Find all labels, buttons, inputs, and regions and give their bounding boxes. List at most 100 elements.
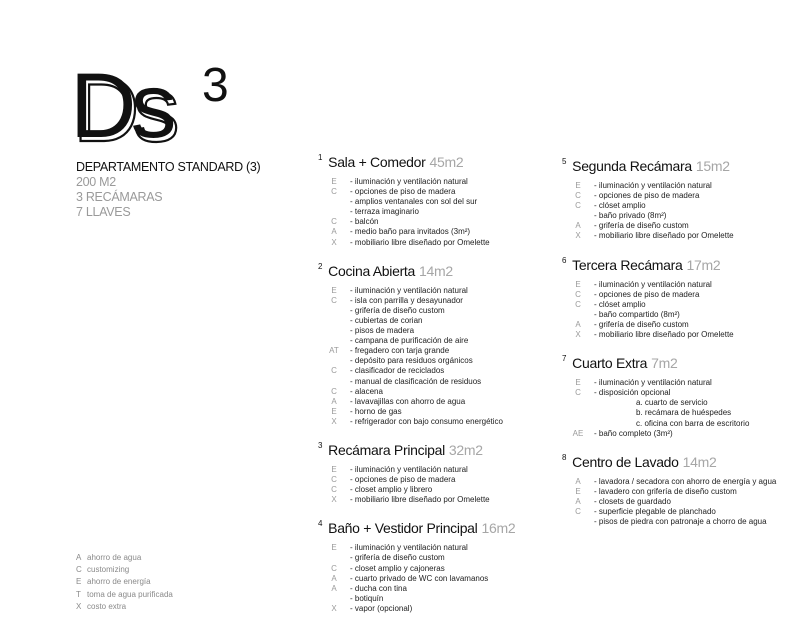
feature-code: X — [331, 416, 337, 426]
unit-info: DEPARTAMENTO STANDARD (3) 200 M2 3 RECÁM… — [76, 160, 261, 220]
feature-text: - campana de purificación de aire — [350, 336, 469, 346]
logo-main-text: Ds — [70, 55, 173, 157]
feature-item: - depósito para residuos orgánicos — [318, 356, 558, 366]
feature-item: A- lavavajillas con ahorro de agua — [318, 397, 558, 407]
feature-text: - terraza imaginario — [350, 207, 419, 217]
feature-item: - botiquín — [318, 594, 558, 604]
room-number: 3 — [318, 440, 323, 450]
feature-item: E- iluminación y ventilación natural — [318, 177, 558, 187]
feature-code: A — [331, 227, 337, 237]
room-size: 45m2 — [429, 154, 464, 170]
feature-text: - opciones de piso de madera — [350, 187, 456, 197]
feature-text: - isla con parrilla y desayunador — [350, 295, 463, 305]
room-number: 8 — [562, 452, 567, 462]
feature-code: X — [331, 495, 337, 505]
feature-text: - depósito para residuos orgánicos — [350, 356, 473, 366]
room-number: 7 — [562, 354, 567, 364]
feature-code: E — [331, 406, 337, 416]
feature-code: C — [575, 191, 581, 201]
unit-bedrooms: 3 RECÁMARAS — [76, 190, 163, 204]
feature-code: C — [331, 217, 337, 227]
room-number: 5 — [562, 157, 567, 166]
feature-text: - iluminación y ventilación natural — [350, 464, 468, 474]
feature-item: E- lavadero con grifería de diseño custo… — [562, 487, 800, 497]
feature-code: E — [331, 543, 337, 553]
room-size: 14m2 — [419, 262, 453, 279]
feature-text: - cubiertas de corian — [350, 315, 423, 325]
feature-item: A - ducha con tina — [318, 584, 558, 594]
feature-code — [562, 211, 594, 221]
room-name: Baño + Vestidor Principal — [328, 520, 478, 537]
feature-item: C- closet amplio y librero — [318, 485, 558, 495]
feature-item: - pisos de piedra con patronaje a chorro… — [562, 517, 800, 527]
feature-code — [562, 398, 594, 408]
feature-item: - baño privado (8m²) — [562, 211, 800, 221]
feature-item: - terraza imaginario — [318, 207, 558, 217]
feature-code: E — [575, 486, 581, 496]
feature-text: - clóset amplio — [594, 201, 646, 211]
feature-item: X- mobiliario libre diseñado por Omelett… — [318, 495, 558, 505]
feature-code: C — [575, 201, 581, 211]
feature-item: - grifería de diseño custom — [318, 553, 558, 563]
feature-code: X — [575, 231, 581, 241]
room-size: 14m2 — [682, 453, 717, 470]
feature-text: - lavadora / secadora con ahorro de ener… — [594, 476, 777, 486]
feature-item: C- disposición opcional — [562, 388, 800, 398]
feature-text: - baño compartido (8m²) — [594, 309, 680, 319]
feature-item: C- superficie plegable de planchado — [562, 507, 800, 517]
feature-code: C — [575, 289, 581, 299]
room-number: 6 — [562, 255, 567, 265]
feature-text: a. cuarto de servicio — [636, 398, 708, 408]
feature-text: - iluminación y ventilación natural — [594, 279, 712, 289]
feature-code: E — [331, 464, 337, 474]
feature-text: - manual de clasificación de residuos — [350, 376, 482, 386]
feature-code: X — [331, 603, 337, 613]
feature-text: - iluminación y ventilación natural — [350, 285, 468, 295]
feature-text: - medio baño para invitados (3m²) — [350, 227, 471, 237]
feature-text: - grifería de diseño custom — [594, 221, 689, 231]
feature-text: - botiquín — [350, 593, 384, 603]
feature-item: A- grifería de diseño custom — [562, 221, 800, 231]
feature-code — [318, 207, 350, 217]
feature-code: A — [331, 396, 337, 406]
room-size: 17m2 — [686, 256, 721, 273]
room-number: 4 — [318, 519, 323, 529]
feature-item: C- balcón — [318, 217, 558, 227]
feature-text: - pisos de piedra con patronaje a chorro… — [594, 517, 767, 527]
feature-item: X - mobiliario libre diseñado por Omelett… — [562, 231, 800, 241]
room-name: Centro de Lavado — [572, 453, 679, 470]
feature-code — [318, 306, 350, 316]
feature-item: X- vapor (opcional) — [318, 604, 558, 614]
feature-text: - grifería de diseño custom — [350, 553, 445, 563]
feature-item: C- opciones de piso de madera — [318, 475, 558, 485]
feature-text: - superficie plegable de planchado — [594, 506, 716, 516]
feature-item: A- cuarto privado de WC con lavamanos — [318, 574, 558, 584]
feature-item: E- iluminación y ventilación natural — [562, 280, 800, 290]
feature-text: - grifería de diseño custom — [350, 305, 445, 315]
feature-code: A — [331, 583, 337, 593]
feature-item: a. cuarto de servicio — [562, 398, 800, 408]
feature-text: c. oficina con barra de escritorio — [636, 418, 750, 428]
feature-code: E — [575, 181, 581, 190]
feature-code — [318, 336, 350, 346]
feature-text: - iluminación y ventilación natural — [350, 177, 468, 186]
feature-text: - mobiliario libre diseñado por Omelette — [594, 231, 734, 241]
feature-text: - horno de gas — [350, 406, 402, 416]
feature-item: A- grifería de diseño custom — [562, 320, 800, 330]
feature-code — [318, 197, 350, 207]
feature-code: C — [331, 563, 337, 573]
feature-code — [318, 377, 350, 387]
feature-code — [562, 408, 594, 418]
feature-item: E - horno de gas — [318, 407, 558, 417]
room-size: 32m2 — [448, 441, 483, 458]
feature-text: - ducha con tina — [350, 583, 407, 593]
